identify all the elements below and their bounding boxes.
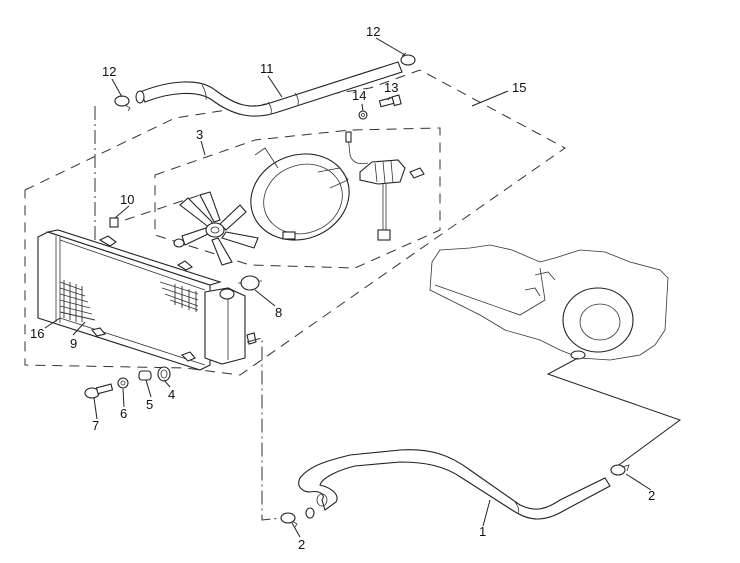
fan-assembly-boundary <box>124 127 441 269</box>
radiator-core-grid <box>59 280 199 322</box>
callout-labels: 12 11 12 13 14 15 3 10 8 16 9 4 5 6 7 2 … <box>30 24 655 552</box>
callout-8: 8 <box>275 305 282 320</box>
callout-13: 13 <box>384 80 398 95</box>
callout-16: 16 <box>30 326 44 341</box>
callout-12-left: 12 <box>102 64 116 79</box>
engine-outline <box>429 244 669 361</box>
callout-11: 11 <box>260 61 274 76</box>
hose-routing-lines <box>94 106 682 521</box>
fan-shroud <box>250 147 350 241</box>
hose-clamp-12-left <box>114 95 131 112</box>
radiator <box>37 229 257 371</box>
collar-5 <box>138 370 152 381</box>
callout-6: 6 <box>120 406 127 421</box>
callout-2-left: 2 <box>298 537 305 552</box>
fan-motor <box>345 131 425 241</box>
callout-1: 1 <box>479 524 486 539</box>
callout-14: 14 <box>352 88 366 103</box>
callout-9: 9 <box>70 336 77 351</box>
callout-3: 3 <box>196 127 203 142</box>
bolt-7 <box>84 383 114 399</box>
callout-5: 5 <box>146 397 153 412</box>
callout-15: 15 <box>512 80 526 95</box>
callout-10: 10 <box>120 192 134 207</box>
washer-6 <box>117 377 129 389</box>
hose-clamp-12-right <box>400 52 416 66</box>
radiator-cap-8 <box>238 275 262 291</box>
callout-leaders <box>44 37 652 538</box>
callout-12-right: 12 <box>366 24 380 39</box>
callout-4: 4 <box>168 387 175 402</box>
grommet-4 <box>157 366 171 382</box>
assembly-15-boundary <box>24 69 566 376</box>
hose-clamp-2-left <box>280 512 298 528</box>
callout-7: 7 <box>92 418 99 433</box>
hose-clamp-2-right <box>610 464 630 476</box>
bolt-13 <box>378 94 402 108</box>
washer-14 <box>358 110 368 120</box>
upper-hose <box>135 61 403 117</box>
fan-blade <box>173 191 259 266</box>
callout-2-right: 2 <box>648 488 655 503</box>
lower-hose <box>298 449 611 520</box>
nut-clip-10 <box>109 217 119 228</box>
